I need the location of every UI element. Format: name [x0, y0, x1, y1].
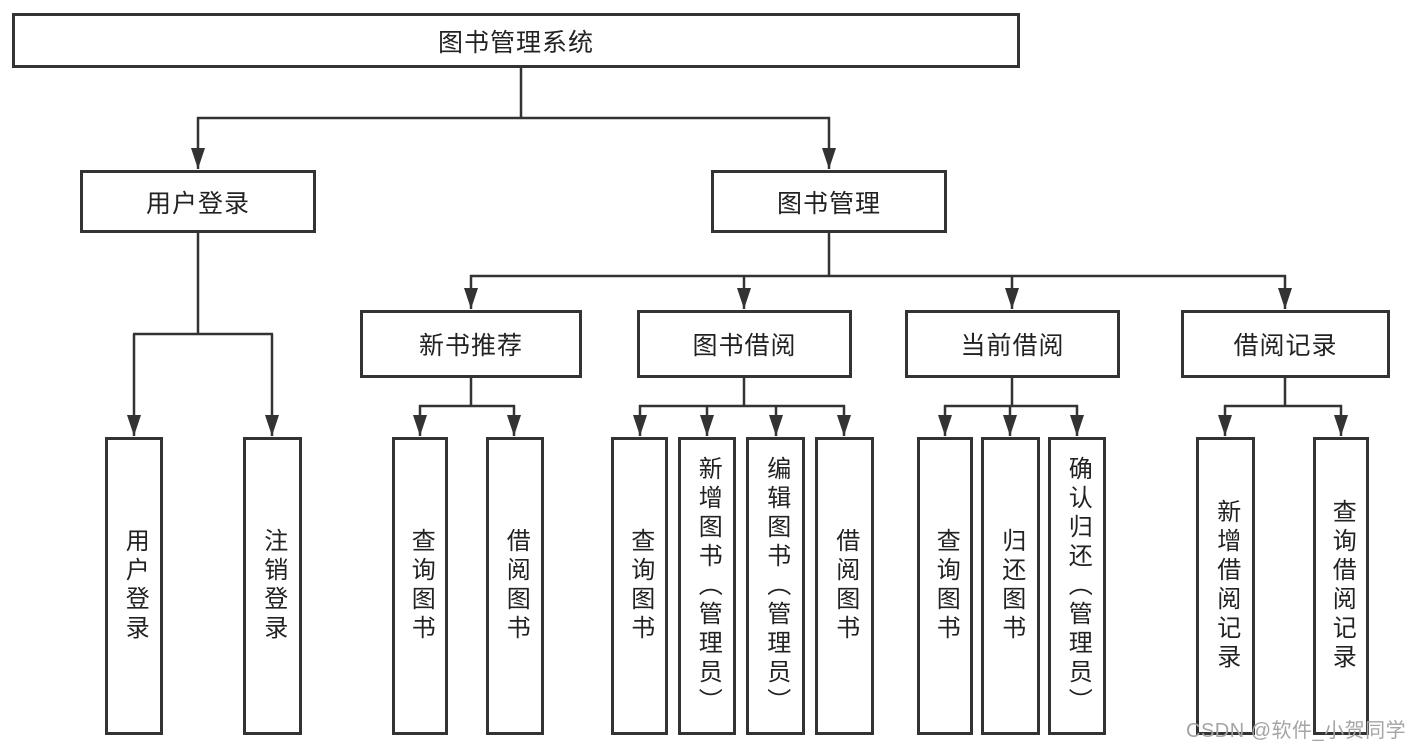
node-new-book-recommend: 新书推荐 — [360, 310, 582, 378]
node-root: 图书管理系统 — [12, 13, 1020, 68]
leaf-nb-borrow-books: 借阅图书 — [486, 437, 544, 735]
watermark: CSDN @软件_小贺同学 — [1186, 720, 1405, 742]
node-book-management: 图书管理 — [711, 170, 947, 233]
leaf-logout: 注销登录 — [243, 437, 302, 735]
leaf-cb-return-books: 归还图书 — [981, 437, 1040, 735]
node-book-borrow: 图书借阅 — [637, 310, 852, 378]
leaf-bb-add-book-admin: 新增图书（管理员） — [678, 437, 736, 735]
leaf-bb-query-books: 查询图书 — [611, 437, 668, 735]
leaf-nb-query-books: 查询图书 — [392, 437, 448, 735]
leaf-cb-query-books: 查询图书 — [917, 437, 973, 735]
leaf-cb-confirm-return-admin: 确认归还（管理员） — [1048, 437, 1106, 735]
node-current-borrow: 当前借阅 — [905, 310, 1120, 378]
node-borrow-records: 借阅记录 — [1181, 310, 1390, 378]
leaf-br-add-record: 新增借阅记录 — [1196, 437, 1255, 735]
leaf-bb-edit-book-admin: 编辑图书（管理员） — [746, 437, 805, 735]
leaf-br-query-record: 查询借阅记录 — [1313, 437, 1369, 735]
leaf-bb-borrow-books: 借阅图书 — [815, 437, 874, 735]
node-user-login: 用户登录 — [80, 170, 316, 233]
leaf-user-login: 用户登录 — [105, 437, 163, 735]
